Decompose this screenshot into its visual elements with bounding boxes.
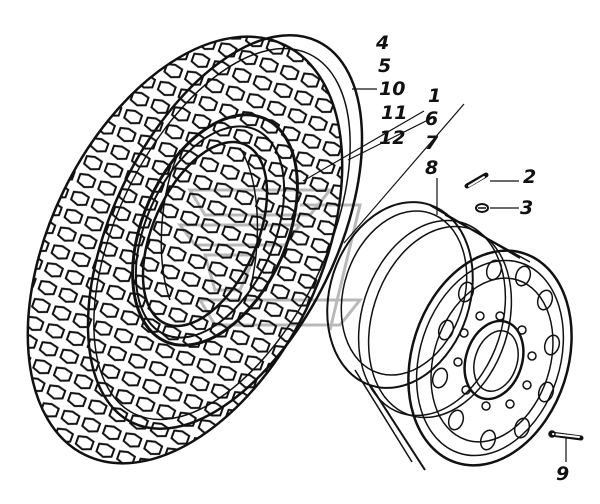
bolt-holes [453,311,537,411]
callout-3: 3 [520,197,534,219]
valve-cap-icon [475,203,489,213]
callout-1: 1 [428,85,442,107]
callout-2: 2 [523,166,537,188]
ventilation-holes [431,259,561,451]
leader-lines [302,88,567,462]
callout-12: 12 [379,127,406,149]
callout-11: 11 [381,102,408,124]
callout-10: 10 [379,78,406,100]
valve-stem-icon [464,172,489,189]
callout-8: 8 [425,157,439,179]
callout-7: 7 [425,132,439,154]
wheel-nut-icon [548,430,584,441]
callout-9: 9 [556,463,570,485]
wheel [326,201,573,471]
callout-4: 4 [376,32,390,54]
callout-5: 5 [378,55,392,77]
callout-6: 6 [425,108,439,130]
